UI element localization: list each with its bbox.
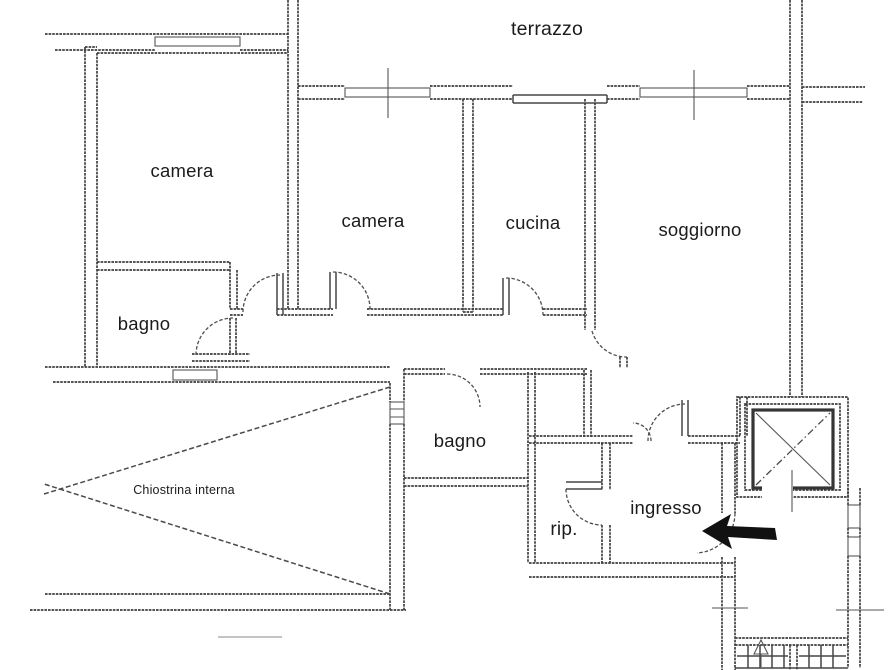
window-stairwell-1 [847,504,861,529]
elevator-diagonal [755,412,831,486]
window-camera1 [154,36,241,47]
elevator-diagonal-dashed [755,412,831,486]
elevator [736,396,849,512]
room-label-chiostrina: Chiostrina interna [133,483,235,497]
room-label-camera-2: camera [342,210,405,231]
doors [195,271,736,554]
exterior-walls [45,0,865,397]
window-bagno2 [389,401,405,425]
door-arc-camera1 [242,274,281,313]
door-arc-ingresso [647,403,686,442]
door-arc-bagno1 [195,317,234,356]
room-label-bagno-1: bagno [118,313,170,334]
room-label-soggiorno: soggiorno [658,219,741,240]
door-arc-bagno2 [446,373,481,408]
door-arc-cucina [505,277,544,316]
room-label-rip: rip. [550,519,577,540]
room-label-bagno-2: bagno [434,430,486,451]
door-arc-soggiorno [591,330,628,358]
interior-walls [30,99,748,670]
door-arc-rip [565,488,603,526]
door-arc-camera2 [332,271,371,310]
entrance-arrow-icon [702,514,777,549]
room-label-terrazzo: terrazzo [511,18,583,40]
window-stairwell-2 [847,536,861,557]
room-label-cucina: cucina [506,212,561,233]
stairwell [712,488,884,670]
door-arc-ingresso-small [632,422,652,442]
terrace-door-cucina [512,94,608,104]
room-label-ingresso: ingresso [630,497,702,518]
stairs-up-arrow-icon [753,638,769,655]
room-label-camera-1: camera [151,160,214,181]
window-bagno1 [172,369,218,381]
